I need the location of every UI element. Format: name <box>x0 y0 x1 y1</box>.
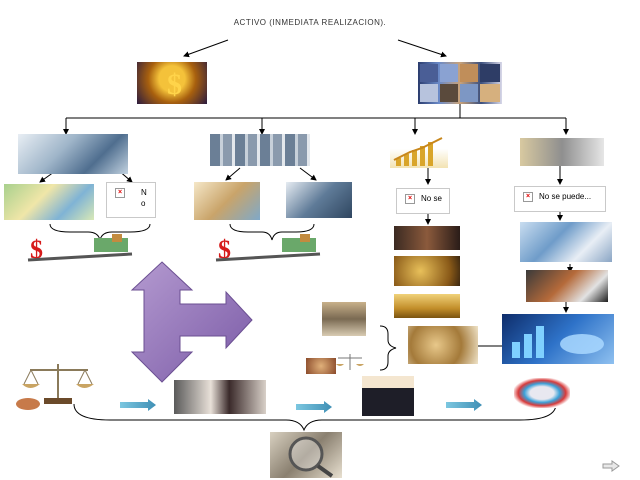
office-equipment-image <box>18 134 128 174</box>
broken-image-placeholder: × No se puede... <box>514 186 606 212</box>
mall-image <box>322 302 366 336</box>
collage-image <box>418 62 502 104</box>
broken-image-icon: × <box>115 188 125 198</box>
shopping-image <box>394 226 460 250</box>
broken-image-placeholder: × N o <box>106 182 156 218</box>
coins-hands-image <box>408 326 478 364</box>
balance-scale-image <box>14 360 100 412</box>
businesswoman-money-image <box>174 380 266 414</box>
house-hand-image <box>526 270 608 302</box>
growth-chart-image <box>390 136 448 168</box>
broken-image-icon: × <box>523 192 533 202</box>
map-image <box>4 184 94 220</box>
diagram-title: ACTIVO (INMEDIATA REALIZACION). <box>233 18 387 27</box>
meeting-table-image <box>514 378 570 408</box>
dollar-sign-image: $ <box>137 62 207 104</box>
building-plan-image <box>194 182 260 220</box>
businesswoman-image <box>362 376 414 416</box>
large-split-arrow-icon <box>130 261 253 383</box>
svg-text:$: $ <box>167 68 182 101</box>
gold-bars-image <box>394 294 460 318</box>
money-scale-image: $ <box>24 232 136 264</box>
gold-coins-image <box>394 256 460 286</box>
svg-text:$: $ <box>218 235 231 264</box>
scale-small-image <box>334 352 366 372</box>
workstation-image <box>286 182 352 218</box>
money-scale-image: $ <box>212 232 324 264</box>
calculator-money-image <box>520 138 604 166</box>
magnifier-image <box>270 432 342 478</box>
chart-3d-image <box>502 314 614 364</box>
next-slide-arrow-icon[interactable] <box>602 460 620 472</box>
financial-desk-image <box>520 222 612 262</box>
assets-grid-image <box>210 134 310 166</box>
broken-image-placeholder: × No se <box>396 188 450 214</box>
hands-coins-image <box>306 358 336 374</box>
svg-text:$: $ <box>30 235 43 264</box>
broken-image-icon: × <box>405 194 415 204</box>
